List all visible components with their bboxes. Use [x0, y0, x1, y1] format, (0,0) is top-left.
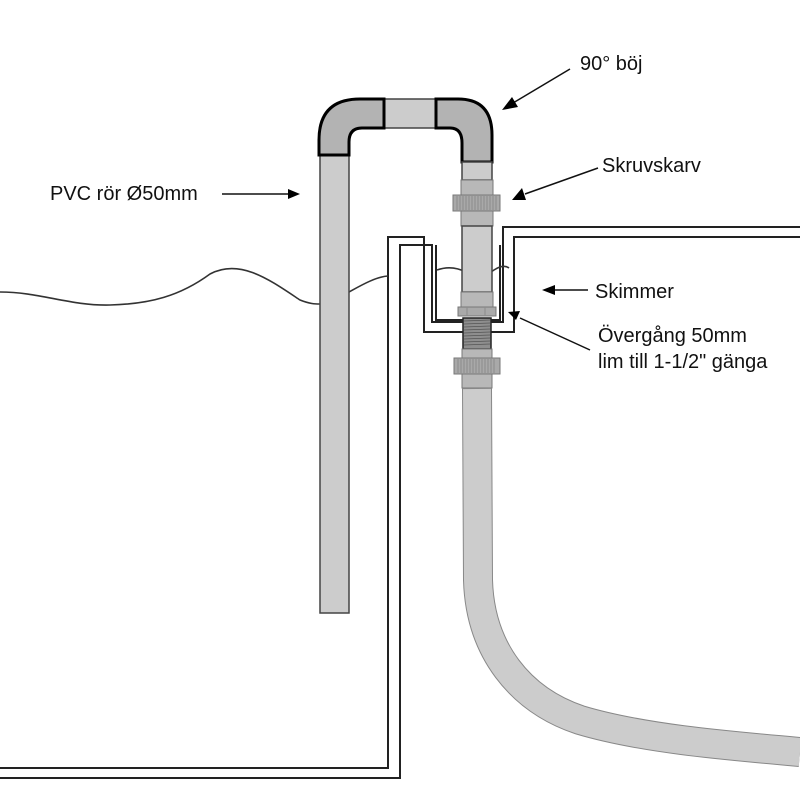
- hose-connector-tail: [461, 373, 493, 389]
- left-tank-inner-wall: [0, 236, 800, 769]
- elbow-left[interactable]: [317, 97, 386, 157]
- pvc-pipe-right-lower: [461, 225, 493, 293]
- hose-connector[interactable]: [453, 348, 501, 389]
- label-skimmer-text: Skimmer: [595, 281, 674, 303]
- arrow-union-head: [512, 188, 526, 200]
- elbow-right[interactable]: [434, 97, 494, 164]
- label-union-text: Skruvskarv: [602, 155, 701, 177]
- hose-nut-ribs: [457, 359, 495, 373]
- label-bend-text: 90° böj: [580, 53, 643, 75]
- arrow-adapter-line: [519, 317, 591, 351]
- arrow-adapter-head: [508, 311, 520, 320]
- water-surface-between: [348, 275, 389, 293]
- left-tank-walls: [0, 226, 800, 779]
- adapter-socket: [460, 291, 494, 308]
- arrow-bend-head: [502, 97, 518, 110]
- label-pvc-pipe: PVC rör Ø50mm: [50, 183, 300, 205]
- pvc-pipe-left: [319, 154, 350, 614]
- label-adapter-line1: Övergång 50mm: [598, 325, 747, 347]
- label-union: Skruvskarv: [512, 155, 701, 200]
- label-pvc-pipe-text: PVC rör Ø50mm: [50, 183, 198, 205]
- label-adapter: Övergång 50mm lim till 1-1/2" gänga: [508, 311, 768, 373]
- arrow-union-line: [524, 167, 599, 195]
- arrow-bend-line: [512, 68, 571, 104]
- union-nut-ribs: [456, 196, 497, 210]
- arrow-skimmer-head: [542, 285, 555, 295]
- hose: [463, 388, 800, 766]
- label-skimmer: Skimmer: [542, 281, 674, 303]
- left-tank-outer-wall: [0, 226, 800, 779]
- adapter-fitting[interactable]: [457, 291, 497, 350]
- union-upper-body: [460, 179, 494, 196]
- label-adapter-line2: lim till 1-1/2" gänga: [598, 351, 768, 373]
- thread-lines: [463, 319, 491, 346]
- union-lower-body: [460, 210, 494, 227]
- arrow-pvc-head: [288, 189, 300, 199]
- water-surface-main: [0, 267, 321, 306]
- hose-connector-collar: [461, 348, 493, 359]
- pvc-pipe-top: [383, 98, 437, 129]
- pvc-pipe-right-upper: [461, 161, 493, 181]
- adapter-hex: [457, 306, 497, 317]
- union-fitting[interactable]: [452, 179, 501, 227]
- label-bend: 90° böj: [502, 53, 643, 110]
